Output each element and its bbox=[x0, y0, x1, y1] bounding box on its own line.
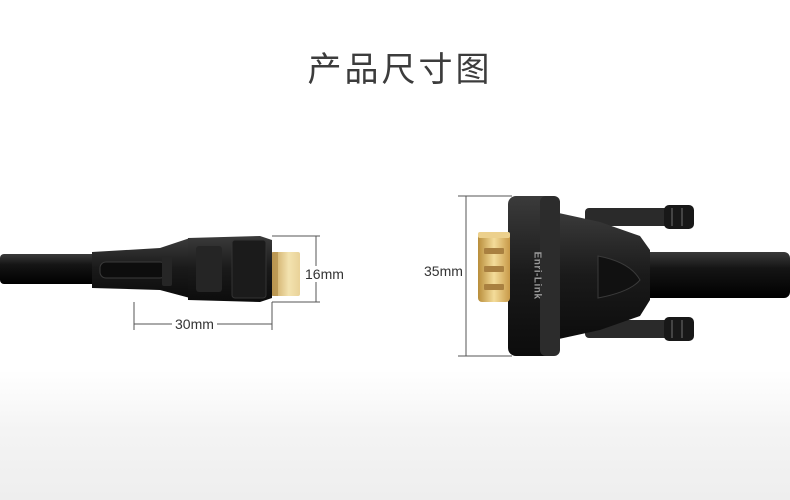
hdmi-length-label: 30mm bbox=[172, 316, 217, 332]
vga-connector bbox=[478, 196, 790, 356]
hdmi-connector bbox=[0, 236, 300, 302]
page-title: 产品尺寸图 bbox=[307, 50, 493, 90]
vga-dimension-lines bbox=[458, 195, 512, 357]
vga-cable bbox=[620, 252, 790, 298]
hdmi-width-label: 16mm bbox=[304, 266, 345, 282]
hdmi-plug-tip bbox=[272, 252, 300, 296]
vga-height-label: 35mm bbox=[423, 263, 464, 279]
brand-label: Enri-Link bbox=[531, 251, 543, 300]
